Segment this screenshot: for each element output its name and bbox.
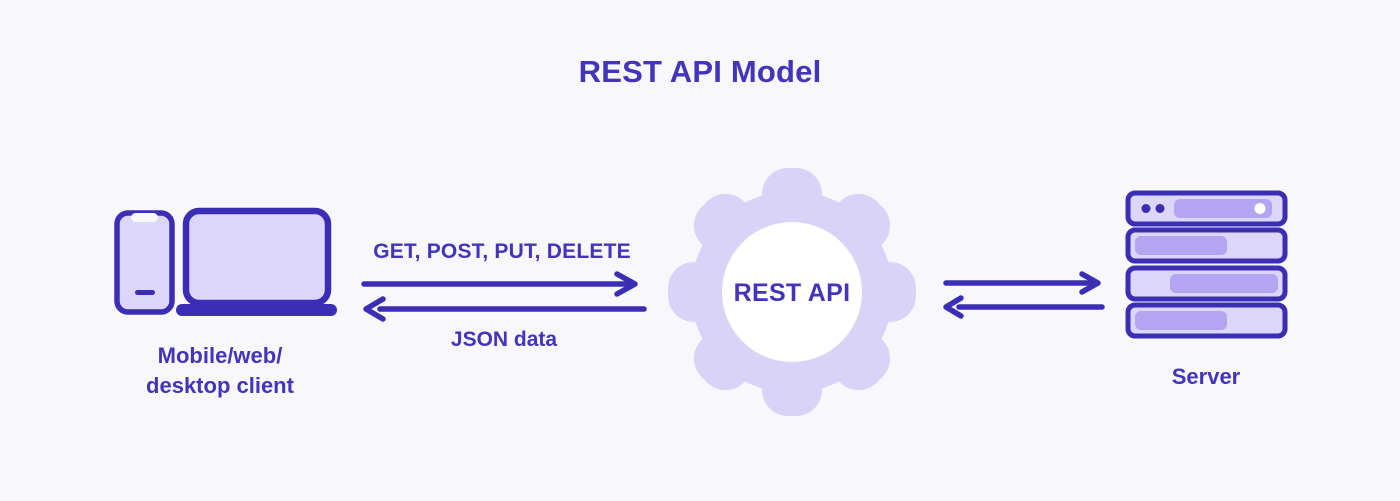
laptop-icon (176, 207, 337, 316)
gear-icon (668, 168, 916, 416)
server-slab-1 (1125, 190, 1288, 227)
rest-api-label: REST API (733, 279, 851, 307)
server-led-icon (1141, 204, 1151, 213)
server-label: Server (1171, 364, 1241, 389)
arrowhead-left-icon (363, 296, 386, 322)
server-slab-2 (1125, 227, 1288, 264)
smartphone-icon (114, 210, 175, 315)
server-led-icon (1155, 204, 1165, 213)
client-label: Mobile/web/ desktop client (110, 341, 330, 401)
client-label-line2: desktop client (146, 373, 294, 398)
gear-core (722, 222, 862, 362)
from-server-arrow (943, 295, 1105, 319)
phone-home-bar (135, 290, 155, 295)
arrowhead-right-icon (1079, 271, 1101, 295)
client-devices-icon (114, 207, 337, 316)
server-slab-3 (1125, 265, 1288, 302)
client-label-line1: Mobile/web/ (157, 343, 283, 368)
phone-notch (131, 213, 158, 222)
server-icon (1125, 190, 1288, 339)
arrowhead-left-icon (943, 295, 964, 319)
api-server-arrows (943, 271, 1105, 319)
server-slab-4 (1125, 302, 1288, 339)
server-led-icon (1254, 203, 1266, 214)
client-api-arrows (361, 271, 647, 322)
arrowhead-right-icon (614, 271, 638, 297)
page-title: REST API Model (578, 54, 822, 89)
response-arrow-label: JSON data (450, 328, 558, 351)
to-server-arrow (943, 271, 1101, 295)
request-arrow-label: GET, POST, PUT, DELETE (373, 240, 631, 263)
laptop-base (176, 304, 337, 316)
request-arrow (361, 271, 638, 297)
response-arrow (363, 296, 647, 322)
